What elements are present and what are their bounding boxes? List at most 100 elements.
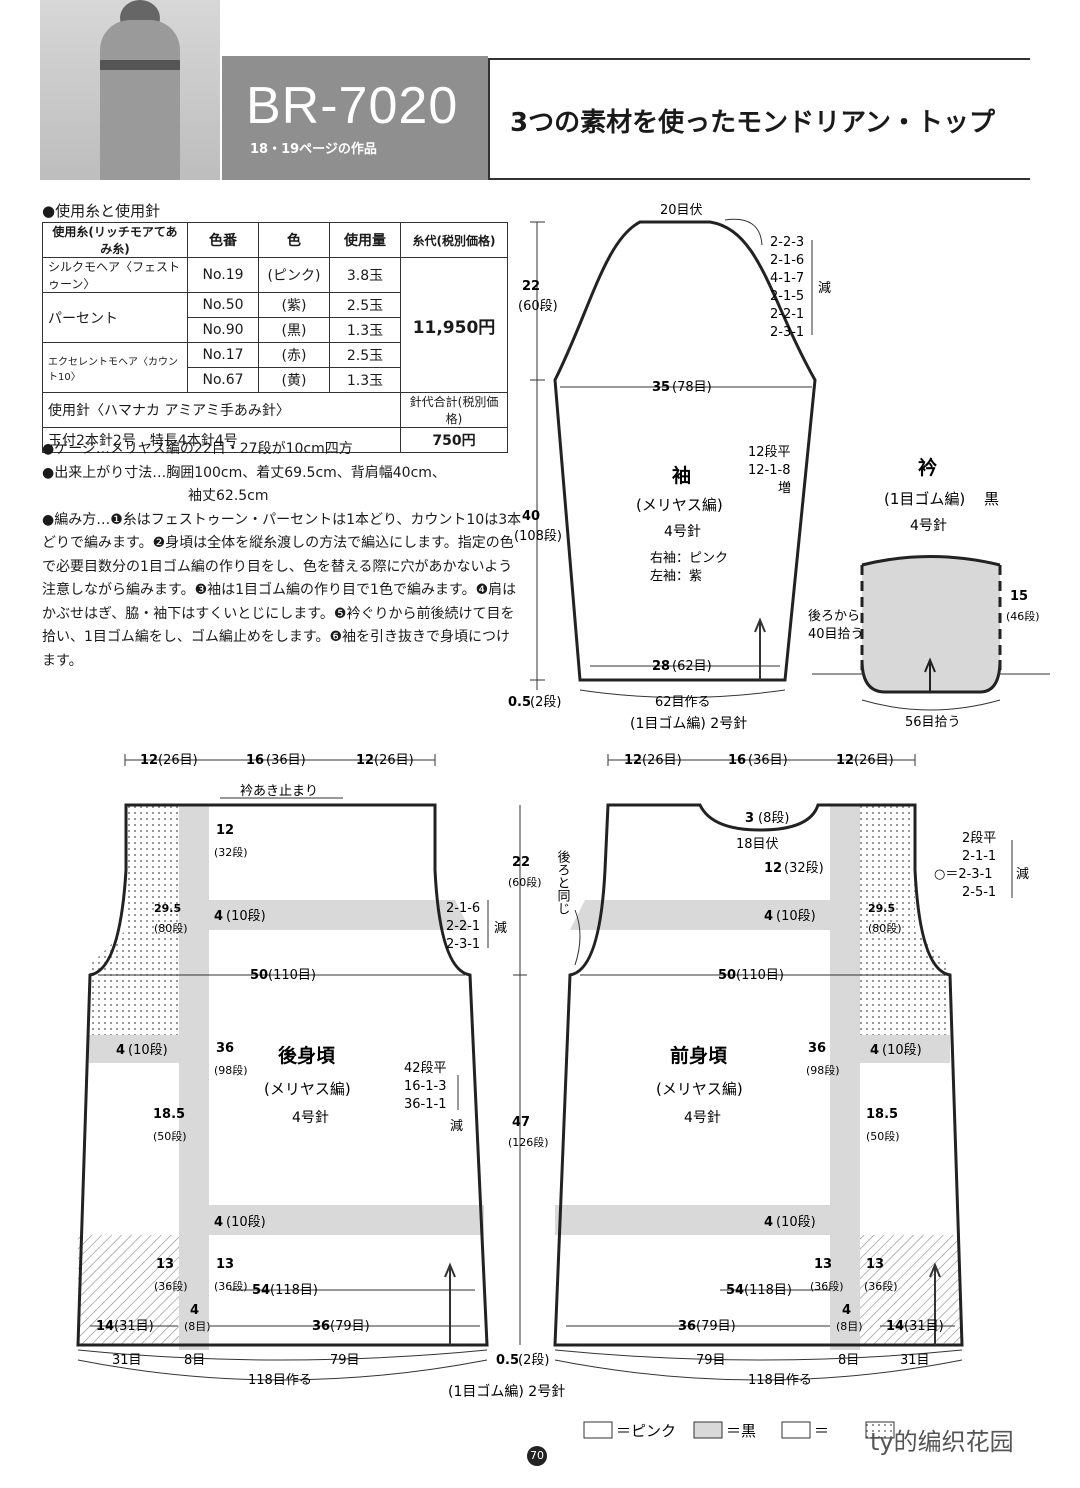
front-h36r: (98段) bbox=[806, 1063, 840, 1077]
back-dims bbox=[77, 754, 527, 1381]
front-h13br: (36段) bbox=[864, 1279, 898, 1293]
sleeve-dims bbox=[530, 218, 813, 698]
sleeve-cast: 62目作る bbox=[655, 695, 711, 710]
dec-step: 2-1-5 bbox=[770, 289, 804, 304]
needle-spec: 玉付2本針2号 特長4本針4号 bbox=[42, 427, 401, 453]
front-neckhr: (8段) bbox=[758, 811, 789, 826]
back-w54: 54 bbox=[252, 1283, 270, 1298]
back-w-left: 12 bbox=[140, 753, 158, 768]
back-neck: 衿あき止まり bbox=[240, 784, 318, 799]
sleeve-title: 袖 bbox=[672, 464, 691, 487]
back-w-right-r: (26目) bbox=[374, 753, 414, 768]
collar-back: 後ろから bbox=[808, 609, 860, 624]
sleeve-dec-list: 2-2-3 2-1-6 4-1-7 2-1-5 2-2-1 2-3-1 減 bbox=[770, 235, 831, 340]
back-h47r: (126段) bbox=[508, 1135, 549, 1149]
col-head: 使用量 bbox=[329, 222, 401, 258]
sleeve-left: 左袖：紫 bbox=[650, 569, 702, 584]
title-rule bbox=[488, 58, 490, 180]
yarn-name: シルクモヘア〈フェストゥーン〉 bbox=[42, 257, 188, 293]
back-h05r: (2段) bbox=[518, 1353, 549, 1368]
front-w54: 54 bbox=[726, 1283, 744, 1298]
front-dims bbox=[554, 754, 1013, 1381]
legend-red-swatch bbox=[781, 1421, 811, 1439]
collar-needle: 4号針 bbox=[910, 518, 947, 534]
back-body-diagram bbox=[76, 803, 489, 1350]
collar-back2: 40目拾う bbox=[808, 627, 864, 642]
dec-step: 2-2-3 bbox=[770, 235, 804, 250]
method-text: ●編み方…❶糸はフェストゥーン・パーセントは1本どり、カウント10は3本どりで編… bbox=[42, 511, 522, 669]
sleeve-top: 20目伏 bbox=[660, 203, 703, 218]
back-hneck: 12 bbox=[216, 823, 234, 838]
back-hneckr: (32段) bbox=[214, 845, 248, 859]
dec-step: 2-3-1 bbox=[446, 937, 480, 952]
back-b79: 79目 bbox=[330, 1353, 360, 1368]
page-title: 3つの素材を使ったモンドリアン・トップ bbox=[510, 108, 996, 138]
back-band3r: (10段) bbox=[226, 1215, 266, 1230]
side-dec: 42段平 bbox=[404, 1061, 447, 1076]
yarn-price: 11,950円 bbox=[400, 257, 508, 393]
instructions: ●ゲージ…メリヤス編の22目・27段が10cm四方 ●出来上がり寸法…胸囲100… bbox=[42, 438, 522, 673]
back-h18: 18.5 bbox=[153, 1107, 185, 1122]
legend-pink-swatch bbox=[583, 1421, 613, 1439]
title-rule bbox=[488, 58, 1030, 60]
back-band3: 4 bbox=[214, 1215, 223, 1230]
front-band1r: (10段) bbox=[776, 909, 816, 924]
front-band3r: (10段) bbox=[776, 1215, 816, 1230]
back-w-right: 12 bbox=[356, 753, 374, 768]
back-w50: 50 bbox=[250, 968, 268, 983]
back-band2: 4 bbox=[116, 1043, 125, 1058]
back-h22: 22 bbox=[512, 855, 530, 870]
gauge-text: ●ゲージ…メリヤス編の22目・27段が10cm四方 bbox=[42, 441, 353, 457]
yarn-color: (ピンク) bbox=[258, 257, 330, 293]
front-h13ar: (36段) bbox=[810, 1279, 844, 1293]
collar-stitch: (1目ゴム編) bbox=[884, 490, 965, 508]
dec-step: 2-1-6 bbox=[446, 901, 480, 916]
legend-red: ＝ bbox=[814, 1422, 829, 1440]
front-w-mid: 16 bbox=[728, 753, 746, 768]
front-dec: 2-1-1 bbox=[962, 849, 996, 864]
front-band1: 4 bbox=[764, 909, 773, 924]
front-band2r: (10段) bbox=[882, 1043, 922, 1058]
yarn-amount: 1.3玉 bbox=[329, 317, 401, 343]
back-h13a: 13 bbox=[156, 1257, 174, 1272]
front-w-left-r: (26目) bbox=[642, 753, 682, 768]
back-cast: 118目作る bbox=[248, 1373, 312, 1388]
front-w-right-r: (26目) bbox=[854, 753, 894, 768]
front-h18r: (50段) bbox=[866, 1129, 900, 1143]
yarn-no: No.50 bbox=[187, 292, 259, 318]
front-h12: 12 bbox=[764, 861, 782, 876]
back-needle: 4号針 bbox=[292, 1110, 329, 1126]
back-sidehr: (80段) bbox=[154, 921, 188, 935]
title-rule bbox=[488, 178, 1030, 180]
col-head: 使用糸(リッチモアてあみ糸) bbox=[42, 222, 188, 258]
back-band1: 4 bbox=[214, 909, 223, 924]
front-dec: 2-5-1 bbox=[962, 885, 996, 900]
back-b31: 31目 bbox=[112, 1353, 142, 1368]
back-sideh: 29.5 bbox=[154, 902, 181, 915]
back-w50r: (110目) bbox=[268, 968, 316, 983]
sleeve-h2: 40 bbox=[522, 509, 540, 524]
yarn-amount: 1.3玉 bbox=[329, 367, 401, 393]
size-text: ●出来上がり寸法…胸囲100cm、着丈69.5cm、背肩幅40cm、 bbox=[42, 464, 446, 481]
sleeve-diagram bbox=[553, 220, 817, 682]
pattern-code: BR-7020 bbox=[246, 77, 459, 135]
sleeve-right: 右袖：ピンク bbox=[650, 551, 728, 566]
front-sideh: 29.5 bbox=[868, 902, 895, 915]
sleeve-w2: 28 bbox=[652, 659, 670, 674]
back-w54r: (118目) bbox=[270, 1283, 318, 1298]
front-w36r: (79目) bbox=[696, 1319, 736, 1334]
needle-price-head: 針代合計(税別価格) bbox=[400, 392, 508, 428]
sleeve-rib: (1目ゴム編) 2号針 bbox=[630, 715, 747, 732]
front-neck-bind: 18目伏 bbox=[736, 837, 779, 852]
front-dec: ○＝2-3-1 bbox=[934, 867, 993, 882]
sleeve-w1r: (78目) bbox=[672, 380, 712, 395]
front-w-mid-r: (36目) bbox=[748, 753, 788, 768]
back-h13ar: (36段) bbox=[154, 1279, 188, 1293]
back-w-mid-r: (36目) bbox=[266, 753, 306, 768]
front-neckh: 3 bbox=[745, 811, 754, 826]
side-dec-label: 減 bbox=[450, 1118, 463, 1134]
collar-color: 黒 bbox=[984, 490, 999, 508]
legend-pink: ＝ピンク bbox=[616, 1422, 676, 1440]
front-dec-label: 減 bbox=[1016, 866, 1029, 882]
